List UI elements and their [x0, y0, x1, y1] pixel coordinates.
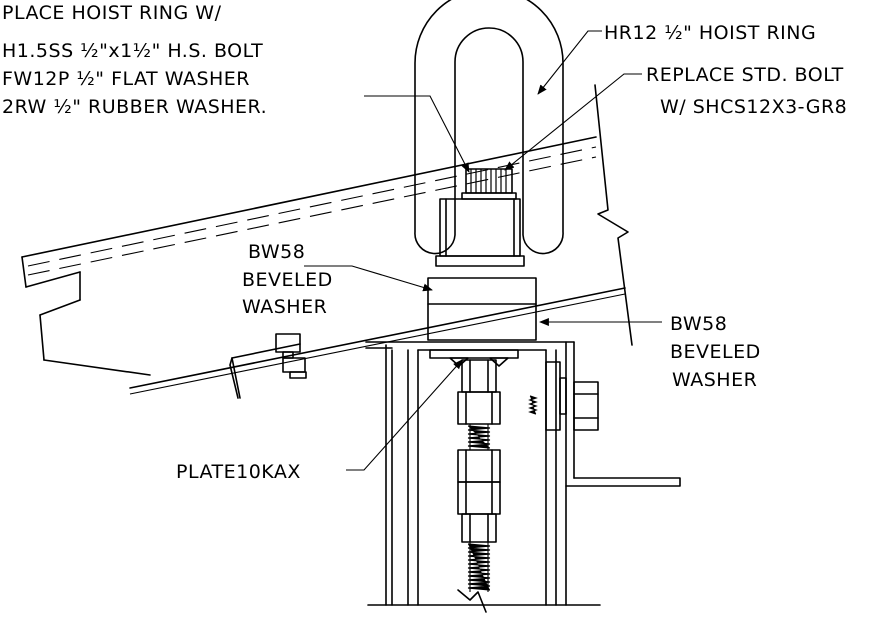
support-column — [365, 341, 681, 606]
hoist-ring — [414, 0, 564, 255]
svg-text:REPLACE STD. BOLT: REPLACE STD. BOLT — [646, 64, 844, 86]
svg-text:PLACE HOIST RING W/: PLACE HOIST RING W/ — [2, 2, 222, 24]
break-line — [594, 84, 633, 346]
label-beveled-washer-left: BW58 BEVELED WASHER — [242, 241, 333, 318]
svg-text:WASHER: WASHER — [242, 296, 327, 318]
svg-text:HR12 ½" HOIST RING: HR12 ½" HOIST RING — [604, 22, 816, 44]
label-hoist-ring-install: PLACE HOIST RING W/ H1.5SS ½"x1½" H.S. B… — [2, 2, 267, 118]
plate — [429, 349, 519, 367]
flange-bolt-left — [275, 333, 307, 379]
svg-text:2RW ½" RUBBER WASHER.: 2RW ½" RUBBER WASHER. — [2, 96, 267, 118]
clip-angle-left — [229, 343, 301, 399]
threaded-rod — [457, 359, 501, 613]
label-replace-bolt: REPLACE STD. BOLT W/ SHCS12X3-GR8 — [646, 64, 847, 118]
svg-text:PLATE10KAX: PLATE10KAX — [176, 461, 301, 483]
svg-text:H1.5SS ½"x1½" H.S. BOLT: H1.5SS ½"x1½" H.S. BOLT — [2, 40, 263, 62]
side-bolt-right — [528, 361, 599, 431]
hoist-ring-body — [435, 198, 525, 267]
svg-text:WASHER: WASHER — [672, 369, 757, 391]
svg-text:BW58: BW58 — [248, 241, 305, 263]
svg-text:BEVELED: BEVELED — [242, 269, 333, 291]
leader-lines — [304, 30, 662, 471]
svg-text:FW12P ½" FLAT WASHER: FW12P ½" FLAT WASHER — [2, 68, 250, 90]
label-beveled-washer-right: BW58 BEVELED WASHER — [670, 313, 761, 391]
label-hoist-ring: HR12 ½" HOIST RING — [604, 22, 816, 44]
svg-text:BW58: BW58 — [670, 313, 727, 335]
svg-text:BEVELED: BEVELED — [670, 341, 761, 363]
label-plate: PLATE10KAX — [176, 461, 301, 483]
inclined-beam — [21, 136, 626, 395]
svg-text:W/ SHCS12X3-GR8: W/ SHCS12X3-GR8 — [660, 96, 847, 118]
